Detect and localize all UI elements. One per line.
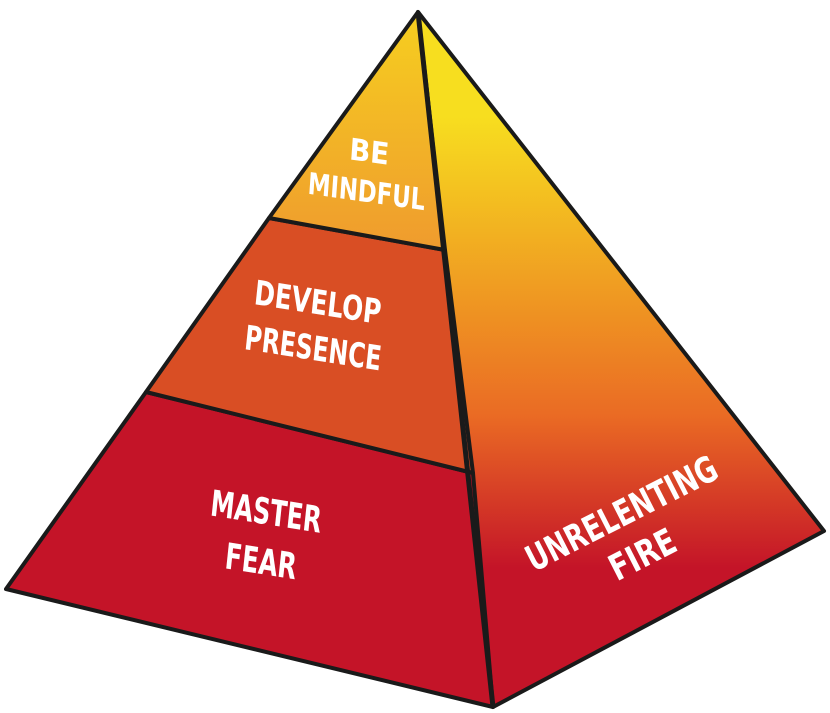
layer-top-line1: BE [348, 132, 390, 172]
layer-top-label: BE MINDFUL [307, 132, 427, 218]
front-edge [415, 11, 496, 708]
